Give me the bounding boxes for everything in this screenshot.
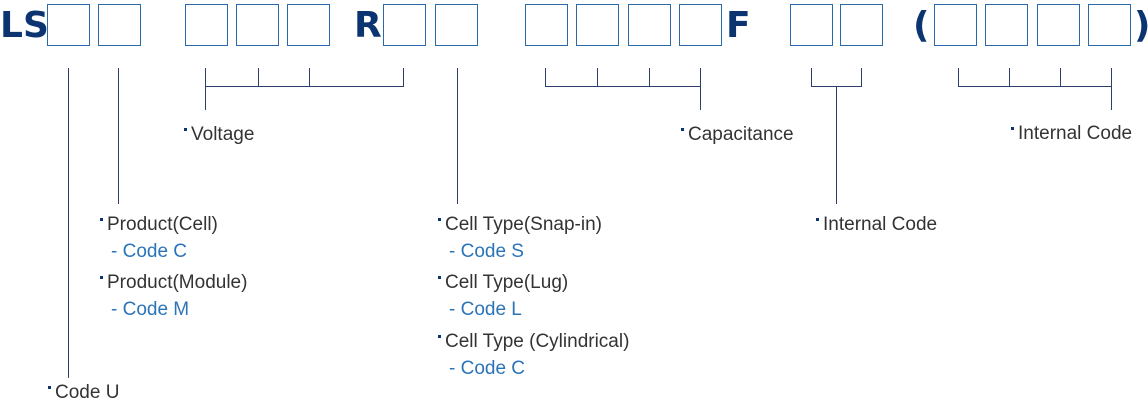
close-paren: )	[1134, 0, 1148, 52]
code-box	[47, 4, 90, 46]
label-capacitance: Capacitance	[681, 124, 794, 146]
label-internal-code-1: Internal Code	[1011, 123, 1132, 145]
code-box	[628, 4, 671, 46]
code-box	[985, 4, 1028, 46]
bullet-icon	[48, 386, 51, 389]
code-box	[98, 4, 141, 46]
sub-code-l: - Code L	[449, 299, 522, 320]
code-box	[576, 4, 619, 46]
code-box	[1088, 4, 1131, 46]
prefix-letters: LS	[0, 5, 49, 46]
letter-r: R	[354, 5, 382, 46]
sub-code-c: - Code C	[111, 241, 188, 262]
label-cell-snapin: Cell Type(Snap-in)	[438, 214, 602, 236]
sub-code-c-cyl: - Code C	[449, 358, 526, 379]
label-product-cell: Product(Cell)	[100, 214, 218, 236]
sub-code-s: - Code S	[449, 241, 524, 262]
bullet-icon	[816, 218, 819, 221]
bullet-icon	[184, 128, 187, 131]
bullet-icon	[438, 218, 441, 221]
open-paren: (	[913, 5, 930, 46]
bullet-icon	[438, 335, 441, 338]
sub-code-m: - Code M	[111, 299, 190, 320]
code-box	[435, 4, 478, 46]
label-cell-cylindrical: Cell Type (Cylindrical)	[438, 331, 629, 353]
label-code-u: Code U	[48, 382, 119, 404]
code-box	[525, 4, 568, 46]
label-voltage: Voltage	[184, 124, 254, 146]
code-box	[790, 4, 833, 46]
code-box	[1037, 4, 1080, 46]
letter-f: F	[726, 5, 751, 46]
bullet-icon	[100, 218, 103, 221]
code-box	[679, 4, 722, 46]
label-product-module: Product(Module)	[100, 272, 247, 294]
bullet-icon	[1011, 127, 1014, 130]
code-box	[934, 4, 977, 46]
code-box	[287, 4, 330, 46]
label-internal-code-2: Internal Code	[816, 214, 937, 236]
bullet-icon	[438, 276, 441, 279]
code-box	[185, 4, 228, 46]
label-cell-lug: Cell Type(Lug)	[438, 272, 568, 294]
bullet-icon	[681, 128, 684, 131]
code-box	[840, 4, 883, 46]
code-box	[236, 4, 279, 46]
bullet-icon	[100, 276, 103, 279]
code-box	[383, 4, 426, 46]
